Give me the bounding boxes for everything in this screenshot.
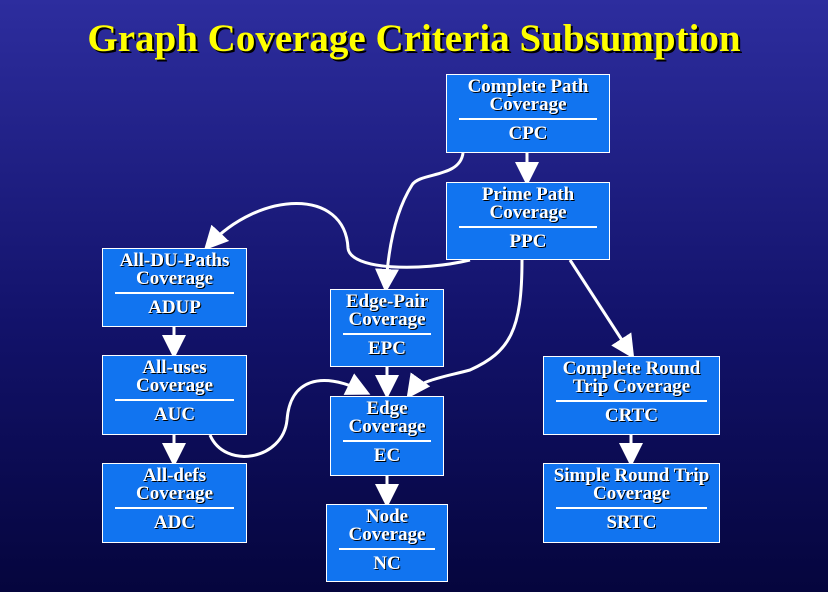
node-divider (556, 400, 707, 402)
node-abbreviation: SRTC (606, 512, 657, 533)
node-name: Simple Round Trip Coverage (553, 465, 710, 504)
node-abbreviation: NC (373, 553, 401, 574)
node-divider (343, 440, 431, 442)
node-all-uses-coverage: All-uses Coverage AUC (102, 355, 247, 435)
node-edge-pair-coverage: Edge-Pair Coverage EPC (330, 289, 444, 367)
node-node-coverage: Node Coverage NC (326, 504, 448, 582)
node-name: All-uses Coverage (135, 357, 214, 396)
edge-ppc-crtc (568, 259, 635, 360)
edge-cpc-epc (374, 152, 465, 293)
node-name: Edge-Pair Coverage (345, 291, 429, 330)
node-divider (115, 292, 234, 294)
edge-ppc-adup (203, 202, 471, 269)
node-edge-coverage: Edge Coverage EC (330, 396, 444, 476)
node-divider (339, 548, 435, 550)
node-abbreviation: EC (373, 445, 401, 466)
node-abbreviation: ADUP (148, 297, 201, 318)
node-abbreviation: CPC (508, 123, 548, 144)
page-title: Graph Coverage Criteria Subsumption (87, 17, 741, 60)
node-complete-path-coverage: Complete Path Coverage CPC (446, 74, 610, 153)
node-abbreviation: EPC (368, 338, 406, 359)
node-name: Node Coverage (348, 506, 426, 545)
node-name: Edge Coverage (348, 398, 426, 437)
node-abbreviation: AUC (153, 404, 196, 425)
node-simple-round-trip-coverage: Simple Round Trip Coverage SRTC (543, 463, 720, 543)
edge-auc-ec (208, 373, 371, 458)
node-prime-path-coverage: Prime Path Coverage PPC (446, 182, 610, 260)
node-all-du-paths-coverage: All-DU-Paths Coverage ADUP (102, 248, 247, 327)
node-name: All-DU-Paths Coverage (119, 250, 230, 289)
node-divider (115, 507, 234, 509)
node-all-defs-coverage: All-defs Coverage ADC (102, 463, 247, 543)
node-abbreviation: ADC (153, 512, 196, 533)
node-abbreviation: CRTC (604, 405, 659, 426)
node-divider (459, 226, 597, 228)
node-divider (115, 399, 234, 401)
node-name: All-defs Coverage (135, 465, 214, 504)
node-name: Complete Path Coverage (467, 76, 589, 115)
node-complete-round-trip-coverage: Complete Round Trip Coverage CRTC (543, 356, 720, 435)
edge-ppc-ec (406, 259, 524, 399)
node-divider (556, 507, 707, 509)
node-divider (459, 118, 597, 120)
node-abbreviation: PPC (509, 231, 547, 252)
node-name: Prime Path Coverage (481, 184, 575, 223)
node-divider (343, 333, 431, 335)
node-name: Complete Round Trip Coverage (562, 358, 701, 397)
